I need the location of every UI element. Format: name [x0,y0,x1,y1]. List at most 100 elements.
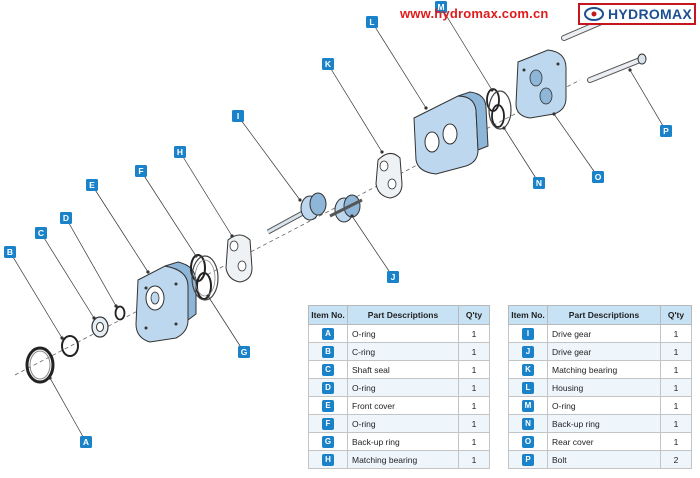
callout-letter: B [7,247,13,257]
item-badge: O [522,435,534,448]
leader-dot [490,88,494,92]
description-cell: Bolt [547,450,661,469]
leader-dot [350,214,354,218]
website-url[interactable]: www.hydromax.com.cn [400,6,549,21]
callout-letter: M [437,2,444,12]
part-o-rear-cover [515,49,567,119]
callout-letter: F [138,166,143,176]
callout-badge-box [4,246,16,258]
item-badge: K [522,363,534,376]
callout-letter: N [536,178,542,188]
callout-k: K [322,58,334,70]
callout-letter: P [663,126,669,136]
leader-dot [48,376,52,380]
item-badge: N [522,417,534,430]
item-no-cell: B [308,342,348,361]
leader-line [40,232,95,319]
callout-d: D [60,212,72,224]
qty-cell: 1 [660,324,692,343]
callout-letter: O [595,172,602,182]
callout-j: J [387,271,399,283]
callout-p: P [660,125,672,137]
part-h-matching-bearing [225,234,253,283]
item-badge: G [322,435,334,448]
item-badge: A [322,327,334,340]
callout-badge-box [174,146,186,158]
col-part-descriptions: Part Descriptions [347,305,459,325]
part-c-shaft-seal [91,316,109,338]
qty-cell: 1 [458,450,490,469]
leader-dot [424,106,428,110]
col-qty: Q'ty [458,305,490,325]
col-qty: Q'ty [660,305,692,325]
part-g-back-up-ring [191,255,219,301]
leader-line [49,377,87,443]
leader-dot [552,112,556,116]
description-cell: O-ring [347,378,459,397]
part-a-o-ring [25,346,55,384]
qty-cell: 1 [458,396,490,415]
leader-dot [230,234,234,238]
leader-dot [92,316,96,320]
leader-line [140,170,197,257]
leader-line [553,113,599,178]
part-b-c-ring [61,335,79,357]
leader-line [351,215,394,278]
callout-b: B [4,246,16,258]
callout-badge-box [592,171,604,183]
qty-cell: 1 [660,360,692,379]
item-badge: I [522,327,534,340]
callout-badge-box [533,177,545,189]
callout-o: O [592,171,604,183]
callout-letter: I [237,111,239,121]
col-part-descriptions: Part Descriptions [547,305,661,325]
item-no-cell: M [508,396,548,415]
item-badge: P [522,453,534,466]
callout-letter: C [38,228,44,238]
item-badge: E [322,399,334,412]
col-item-no: Item No. [508,305,548,325]
qty-cell: 1 [458,360,490,379]
callout-badge-box [322,58,334,70]
callout-badge-box [135,165,147,177]
leader-dot [628,68,632,72]
callout-letter: H [177,147,183,157]
item-no-cell: J [508,342,548,361]
callout-badge-box [232,110,244,122]
leader-dot [502,126,506,130]
callout-badge-box [35,227,47,239]
qty-cell: 1 [458,342,490,361]
leader-dot [298,198,302,202]
description-cell: Back-up ring [347,432,459,451]
item-no-cell: E [308,396,348,415]
description-cell: O-ring [547,396,661,415]
leader-line [91,184,149,273]
callout-letter: D [63,213,69,223]
leader-line [327,63,383,153]
leader-line [371,21,427,109]
callout-badge-box [387,271,399,283]
description-cell: Drive gear [547,342,661,361]
description-cell: C-ring [347,342,459,361]
qty-cell: 1 [660,414,692,433]
item-no-cell: P [508,450,548,469]
callout-badge-box [86,179,98,191]
leader-line [440,6,493,91]
description-cell: Back-up ring [547,414,661,433]
item-badge: D [322,381,334,394]
col-item-no: Item No. [308,305,348,325]
leader-line [207,295,245,353]
logo-text: HYDROMAX [608,6,693,22]
callout-e: E [86,179,98,191]
item-no-cell: I [508,324,548,343]
